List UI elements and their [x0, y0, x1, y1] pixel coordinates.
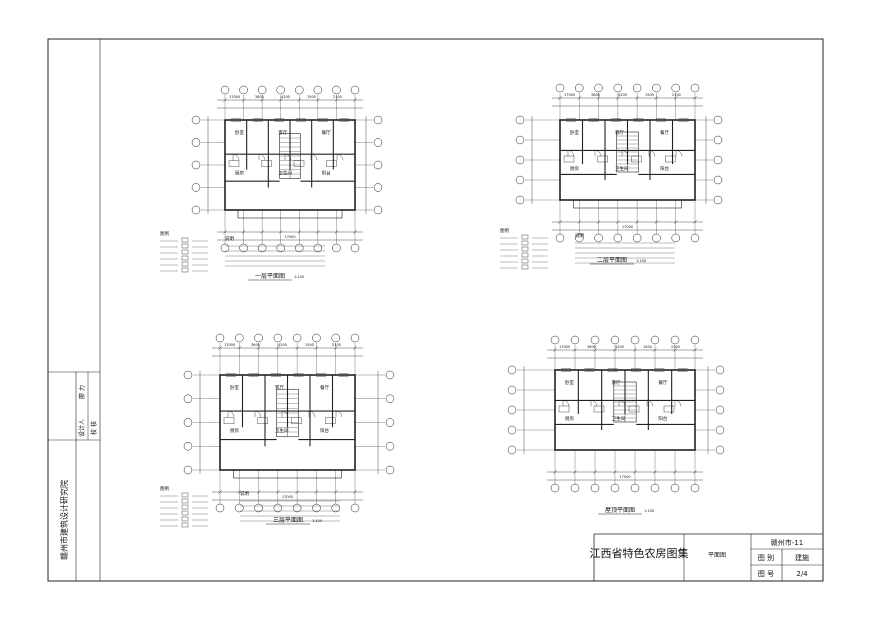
dimension-text: 4200 — [615, 345, 624, 349]
dimension-text: 17000 — [229, 95, 240, 99]
dimension-text: 3600 — [587, 345, 596, 349]
room-label: 餐厅 — [320, 384, 329, 391]
dimension-text: 3600 — [591, 93, 600, 97]
dimension-text: 3600 — [251, 343, 260, 347]
dimension-text: 17000 — [224, 343, 235, 347]
room-label: 卧室 — [230, 384, 239, 391]
legend-heading: 图例 — [160, 230, 169, 237]
dimension-text: 3600 — [255, 95, 264, 99]
dimension-text: 1500 — [305, 343, 314, 347]
plan-scale: 1:100 — [636, 259, 646, 263]
room-label: 卧室 — [570, 129, 579, 136]
room-label: 厨房 — [230, 427, 239, 434]
number-value: 2/4 — [796, 570, 808, 578]
dimension-text: 17000 — [559, 345, 570, 349]
outer-frame — [47, 38, 824, 582]
room-label: 阳台 — [660, 165, 669, 172]
room-label: 餐厅 — [658, 379, 667, 386]
series-code: 赣州市-11 — [771, 538, 803, 547]
overall-dimension: 17000 — [284, 235, 295, 239]
drawing-name: 平面图 — [708, 552, 726, 559]
plan-title: 一层平面图 — [255, 273, 285, 280]
room-label: 阳台 — [322, 170, 331, 177]
designer-label: 设计人 — [78, 419, 86, 437]
dimension-text: 2100 — [333, 95, 342, 99]
plan-scale: 1:100 — [644, 509, 654, 513]
notes-heading: 说明 — [225, 235, 234, 242]
notes-heading: 说明 — [240, 490, 249, 497]
plan-title: 三层平面图 — [273, 517, 303, 524]
category-value: 建施 — [795, 553, 809, 562]
room-label: 厨房 — [235, 170, 244, 177]
dimension-text: 2100 — [672, 93, 681, 97]
room-label: 阳台 — [320, 427, 329, 434]
room-label: 阳台 — [658, 415, 667, 422]
dimension-text: 17000 — [564, 93, 575, 97]
dimension-text: 4200 — [281, 95, 290, 99]
overall-dimension: 17000 — [282, 495, 293, 499]
category-label: 图 别 — [758, 553, 774, 562]
room-label: 卫生间 — [275, 427, 289, 434]
title-block: 江西省特色农房图集 平面图 赣州市-11 图 别 建施 图 号 2/4 — [590, 533, 823, 581]
room-label: 卧室 — [565, 379, 574, 386]
dimension-text: 1500 — [645, 93, 654, 97]
dimension-text: 2100 — [671, 345, 680, 349]
checker-label: 校 核 — [90, 421, 98, 435]
overall-dimension: 17000 — [619, 475, 630, 479]
inner-frame — [99, 38, 824, 582]
number-label: 图 号 — [758, 570, 774, 578]
legend-heading: 图例 — [160, 485, 169, 492]
room-label: 卫生间 — [278, 170, 292, 177]
room-label: 客厅 — [612, 379, 621, 386]
dimension-text: 4200 — [278, 343, 287, 347]
dimension-text: 1500 — [643, 345, 652, 349]
dimension-text: 4200 — [618, 93, 627, 97]
room-label: 餐厅 — [660, 129, 669, 136]
room-label: 卧室 — [235, 129, 244, 136]
room-label: 厨房 — [570, 165, 579, 172]
notes-heading: 说明 — [575, 232, 584, 239]
designer-name: 廖 力 — [78, 385, 86, 399]
institute-name: 赣州市建筑设计研究院 — [59, 480, 69, 560]
dimension-text: 1500 — [307, 95, 316, 99]
project-title: 江西省特色农房图集 — [590, 546, 689, 560]
room-label: 客厅 — [278, 129, 287, 136]
room-label: 卫生间 — [612, 415, 626, 422]
room-label: 客厅 — [275, 384, 284, 391]
dimension-text: 2100 — [332, 343, 341, 347]
room-label: 餐厅 — [322, 129, 331, 136]
room-label: 卫生间 — [615, 165, 629, 172]
room-label: 客厅 — [615, 129, 624, 136]
plan-title: 二层平面图 — [597, 257, 627, 264]
room-label: 厨房 — [565, 415, 574, 422]
plan-scale: 1:100 — [294, 275, 304, 279]
legend-heading: 图例 — [500, 227, 509, 234]
overall-dimension: 17000 — [622, 225, 633, 229]
plan-title: 屋顶平面图 — [605, 507, 635, 514]
